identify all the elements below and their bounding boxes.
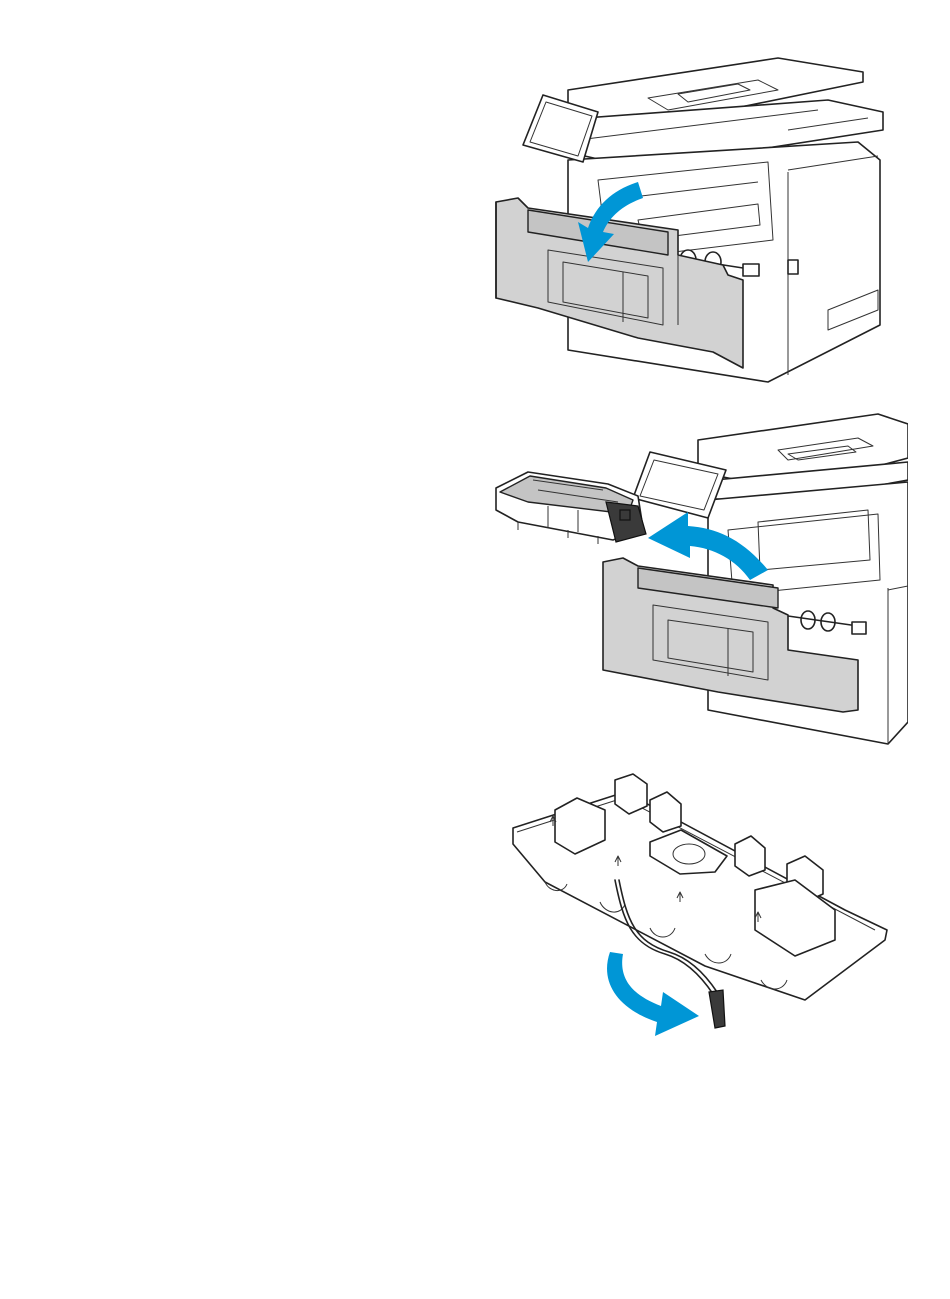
illustration-open-front-door [488,50,888,390]
toner-removal-drawing [488,410,908,750]
illustration-pull-packaging-strip [505,770,890,1050]
packaging-tray-drawing [505,770,890,1050]
printer-door-open-drawing [488,50,888,390]
illustration-remove-toner-cartridge [488,410,908,750]
